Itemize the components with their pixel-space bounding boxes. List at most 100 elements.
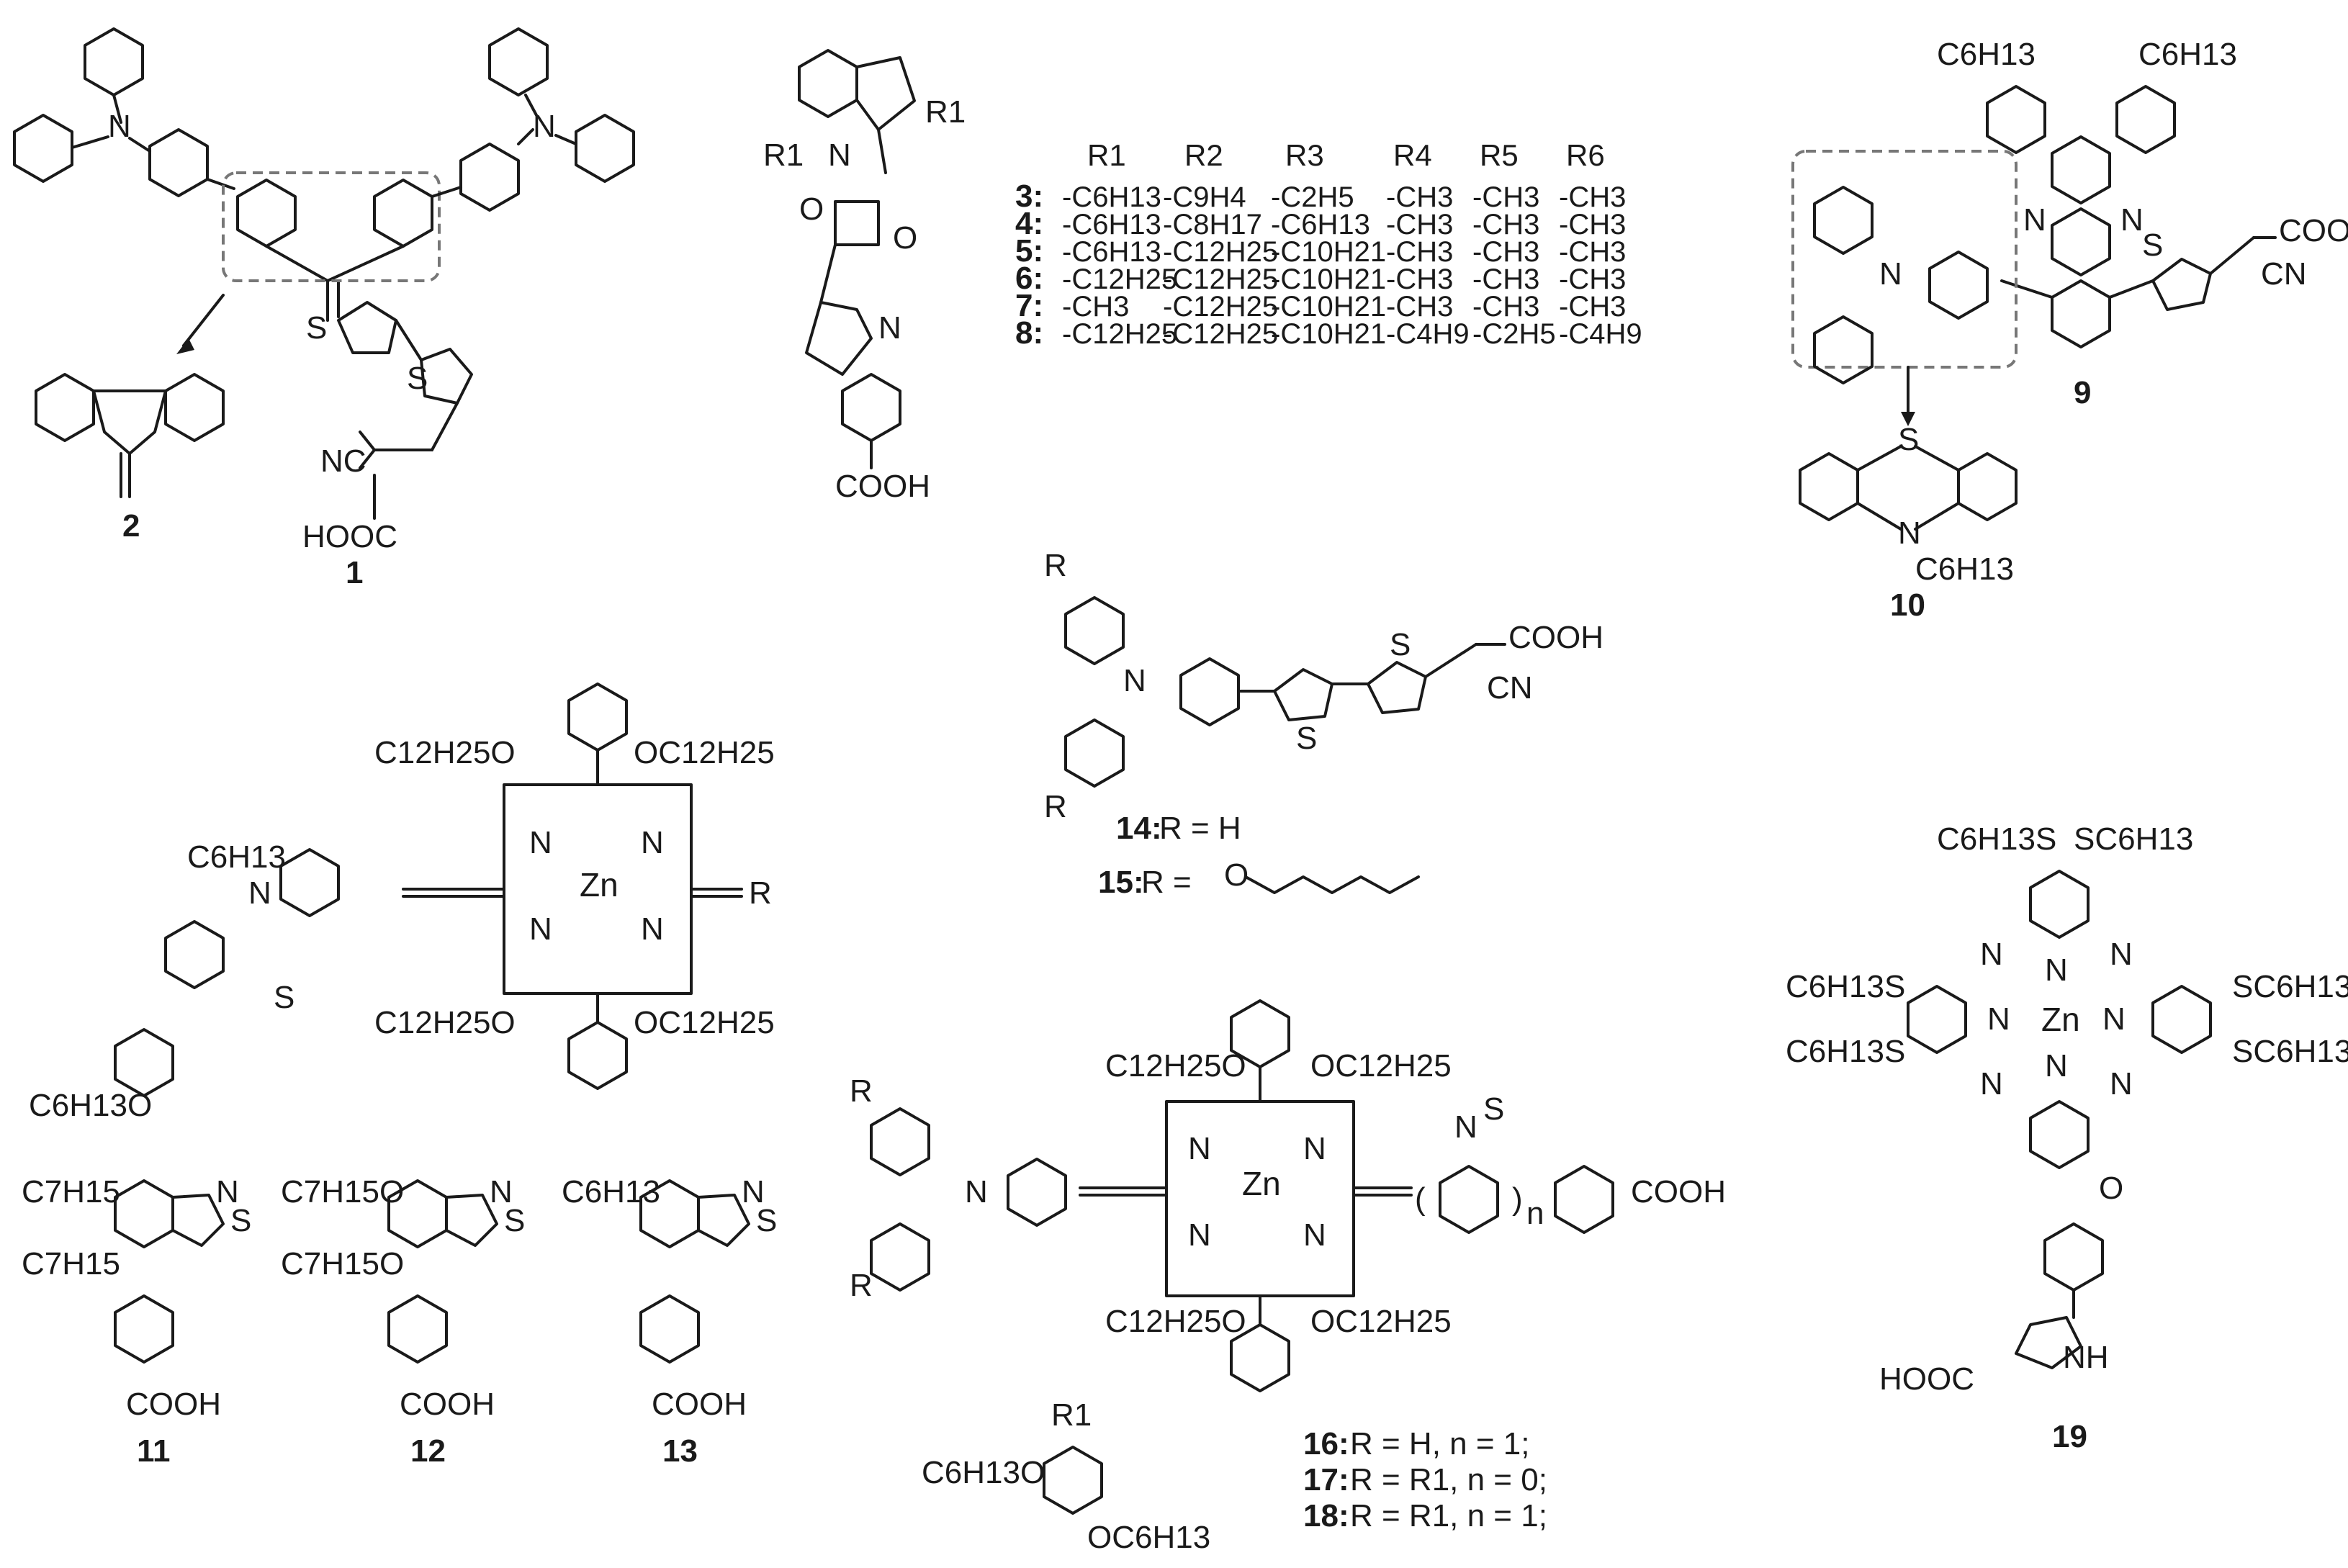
squaraine-core-structure: R1 R1 N O O N COOH xyxy=(763,49,966,504)
atom-s-1: S xyxy=(306,310,327,346)
compound-number-1: 1 xyxy=(346,555,363,590)
atom-n: N xyxy=(2045,952,2068,988)
table-cell: -C4H9 xyxy=(1386,318,1470,350)
compound-10-structure: S N C6H13 xyxy=(1799,422,2018,587)
r-label: R xyxy=(850,1268,873,1303)
alkyl-label: C7H15 xyxy=(22,1174,120,1209)
legend-14-text: R = H xyxy=(1159,811,1241,846)
table-cell: -C10H21 xyxy=(1271,291,1386,323)
table-row-id: 6: xyxy=(1015,261,1043,296)
alkoxy-label: OC6H13 xyxy=(1087,1520,1210,1555)
table-row-id: 7: xyxy=(1015,288,1043,323)
atom-s: S xyxy=(1483,1091,1504,1127)
atom-n: N xyxy=(641,911,664,947)
atom-n: N xyxy=(2110,1066,2133,1101)
atom-n-sq2: N xyxy=(878,310,901,346)
atom-s: S xyxy=(756,1203,777,1238)
nitrile-label: NC xyxy=(320,443,366,479)
table-cell: -C12H25 xyxy=(1163,263,1278,295)
compound-1-structure: N N S S NC HOOC xyxy=(13,27,635,554)
legend-15-num: 15: xyxy=(1098,865,1144,900)
atom-o-minus: O xyxy=(799,192,824,227)
alkoxy-label: C6H13O xyxy=(922,1455,1045,1490)
hexyloxy-chain xyxy=(1244,875,1420,894)
atom-s-10: S xyxy=(1898,422,1919,457)
thioalkyl-label: C6H13S xyxy=(1937,821,2056,857)
compound-14-15-structure: R N R S S COOH CN xyxy=(1044,548,1603,824)
alkoxy-label: C7H15O xyxy=(281,1174,404,1209)
compound-number-9: 9 xyxy=(2074,375,2091,410)
table-cell: -C10H21 xyxy=(1271,318,1386,350)
carboxylic-label-1: HOOC xyxy=(302,519,397,554)
table-cell: -C9H4 xyxy=(1163,181,1246,213)
table-cell: -C12H25 xyxy=(1163,291,1278,323)
table-header-r2: R2 xyxy=(1184,138,1223,172)
table-cell: -CH3 xyxy=(1386,209,1453,240)
atom-o-ketone: O xyxy=(893,220,917,256)
atom-s-14a: S xyxy=(1296,721,1317,756)
atom-n: N xyxy=(1980,1066,2003,1101)
atom-n-pyrazine-1: N xyxy=(2023,202,2046,238)
atom-n-10: N xyxy=(1898,515,1921,551)
r-label: R xyxy=(850,1073,873,1109)
atom-n: N xyxy=(1188,1217,1211,1253)
table-cell: -CH3 xyxy=(1472,181,1539,213)
table-row-id: 8: xyxy=(1015,315,1043,351)
alkyl-label: C6H13 xyxy=(2138,37,2237,72)
atom-n: N xyxy=(529,825,552,860)
atom-s-9: S xyxy=(2142,227,2163,263)
atom-s-2: S xyxy=(407,361,428,396)
compound-13-structure: C6H13 N S COOH xyxy=(562,1174,777,1422)
porphyrin-phenothiazine-structure: C12H25O OC12H25 Zn N N N N C12H25O OC12H… xyxy=(29,682,775,1123)
repeat-n: n xyxy=(1526,1196,1544,1231)
table-row-id: 5: xyxy=(1015,233,1043,269)
table-cell: -CH3 xyxy=(1472,209,1539,240)
compound-number-19: 19 xyxy=(2052,1419,2087,1454)
thioalkyl-label: C6H13S xyxy=(1786,1034,1905,1069)
compound-number-12: 12 xyxy=(410,1433,446,1469)
alkyl-label: C6H13 xyxy=(187,839,286,875)
alkoxy-label: C6H13O xyxy=(29,1088,152,1123)
table-cell: -C12H25 xyxy=(1163,318,1278,350)
substituent-table: R1 R2 R3 R4 R5 R6 3: -C6H13 -C9H4 -C2H5 … xyxy=(1015,138,1642,351)
atom-n: N xyxy=(216,1174,239,1209)
legend-16-text: R = H, n = 1; xyxy=(1350,1426,1529,1461)
alkoxy-label: C12H25O xyxy=(1105,1304,1246,1339)
table-cell: -C12H25 xyxy=(1163,236,1278,268)
carboxylic-label-14: COOH xyxy=(1508,620,1603,655)
ether-o: O xyxy=(2099,1171,2123,1206)
alkoxy-label: C7H15O xyxy=(281,1246,404,1281)
atom-n-ptz: N xyxy=(248,875,271,911)
compound-number-13: 13 xyxy=(662,1433,698,1469)
atom-s: S xyxy=(504,1203,525,1238)
atom-n: N xyxy=(490,1174,513,1209)
atom-n-left: N xyxy=(108,109,131,144)
atom-s: S xyxy=(230,1203,251,1238)
alkoxy-label: C12H25O xyxy=(374,1005,516,1040)
compound-9-structure: C6H13 C6H13 N N S COOH CN N xyxy=(1791,37,2348,384)
table-cell: -CH3 xyxy=(1386,263,1453,295)
carboxylic-label: COOH xyxy=(400,1387,495,1422)
alkyl-label: C7H15 xyxy=(22,1246,120,1281)
atom-n-9: N xyxy=(1879,256,1902,292)
carboxylic-label: COOH xyxy=(652,1387,747,1422)
atom-n-14: N xyxy=(1123,663,1146,698)
table-cell: -C2H5 xyxy=(1472,318,1556,350)
table-cell: -C6H13 xyxy=(1271,209,1370,240)
atom-s-14b: S xyxy=(1390,627,1411,662)
atom-n: N xyxy=(1980,937,2003,972)
compound-number-11: 11 xyxy=(137,1433,171,1469)
table-cell: -CH3 xyxy=(1472,263,1539,295)
atom-n: N xyxy=(1987,1001,2010,1037)
table-cell: -C10H21 xyxy=(1271,263,1386,295)
atom-n: N xyxy=(1303,1131,1326,1166)
hexyloxy-o: O xyxy=(1224,857,1249,893)
atom-n: N xyxy=(2110,937,2133,972)
legend-18-num: 18: xyxy=(1303,1498,1349,1533)
atom-n: N xyxy=(2102,1001,2126,1037)
table-cell: -C6H13 xyxy=(1062,236,1161,268)
r-label: R xyxy=(749,875,772,911)
compound-number-10: 10 xyxy=(1890,587,1925,623)
table-cell: -CH3 xyxy=(1472,236,1539,268)
